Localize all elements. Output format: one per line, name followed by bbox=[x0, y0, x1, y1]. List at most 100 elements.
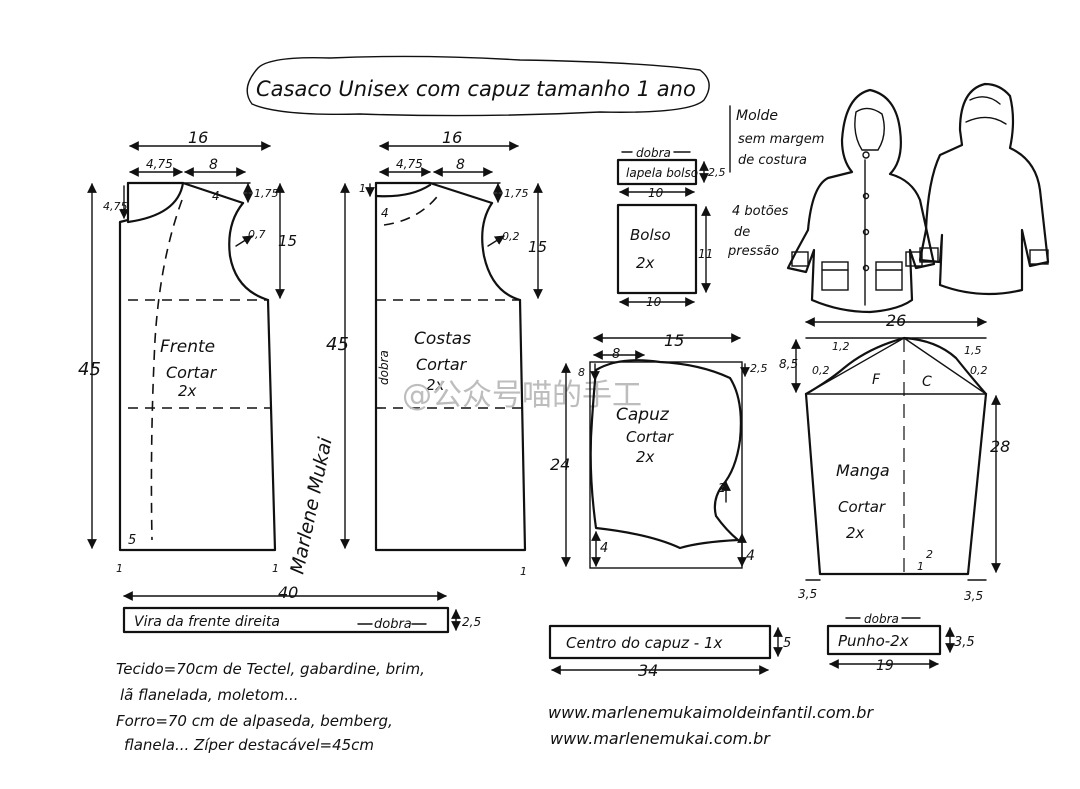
front-width-label: 16 bbox=[188, 128, 208, 147]
materials-notes: Tecido=70cm de Tectel, gabardine, brim, … bbox=[116, 660, 425, 754]
cuff-height-label: 3,5 bbox=[954, 635, 975, 650]
pocket-flap-label: lapela bolso bbox=[626, 166, 698, 180]
front-shoulder-width-label: 8 bbox=[209, 157, 218, 173]
pocket-flap-height-label: 2,5 bbox=[708, 166, 726, 179]
front-shoulder-drop-label: 1,75 bbox=[254, 187, 279, 200]
hood-mid-right-label: 2 bbox=[718, 481, 726, 495]
buttons-note-line2: de bbox=[734, 225, 750, 240]
sleeve-length-label: 28 bbox=[990, 437, 1010, 456]
buttons-note-line3: pressão bbox=[727, 244, 779, 259]
front-label-line1: Frente bbox=[160, 337, 215, 357]
sleeve-right-a-label: 1,5 bbox=[964, 344, 982, 357]
hood-center-width-label: 34 bbox=[638, 661, 658, 680]
pocket-width-label: 10 bbox=[646, 295, 662, 309]
watermark: @公众号喵的手工 bbox=[402, 378, 642, 413]
mold-note-line1: Molde bbox=[736, 108, 778, 124]
pocket-piece: Bolso 2x 11 10 bbox=[616, 203, 713, 309]
sleeve-width-label: 26 bbox=[886, 311, 906, 330]
coat-sketch-back bbox=[918, 82, 1050, 296]
mold-note-line3: de costura bbox=[738, 153, 807, 168]
back-neck-width-label: 4,75 bbox=[396, 157, 423, 171]
hood-center-strip: Centro do capuz - 1x 5 34 bbox=[548, 624, 791, 680]
website-url-2: www.marlenemukai.com.br bbox=[550, 729, 771, 748]
back-width-label: 16 bbox=[442, 128, 462, 147]
hood-label-line2: Cortar bbox=[626, 428, 674, 446]
front-neck-width-label: 4,75 bbox=[146, 157, 173, 171]
hood-top-width-label: 8 bbox=[612, 347, 620, 362]
pocket-label-line2: 2x bbox=[636, 254, 655, 272]
website-url-1: www.marlenemukaimoldeinfantil.com.br bbox=[548, 703, 874, 722]
back-armhole-height-label: 15 bbox=[528, 238, 547, 256]
sleeve-label-line3: 2x bbox=[846, 524, 865, 542]
facing-label: Vira da frente direita bbox=[134, 614, 280, 630]
sleeve-hem-mid-label: 1 bbox=[917, 560, 924, 573]
facing-fold-label: dobra bbox=[374, 617, 412, 632]
sleeve-cap-height-label: 8,5 bbox=[779, 357, 798, 371]
sleeve-left-b-label: 0,2 bbox=[812, 364, 830, 377]
front-armhole-curve-label: 0,7 bbox=[248, 228, 266, 241]
sleeve-front-mark: F bbox=[872, 372, 881, 388]
sleeve-hem-mid2-label: 2 bbox=[926, 548, 933, 561]
hood-top-right-label: 2,5 bbox=[750, 362, 768, 375]
materials-line3: Forro=70 cm de alpaseda, bemberg, bbox=[116, 712, 393, 730]
front-armhole-height-label: 15 bbox=[278, 232, 297, 250]
mold-note: Molde sem margem de costura 4 botões de … bbox=[727, 105, 824, 259]
front-left-drop-label: 4,75 bbox=[103, 200, 128, 213]
facing-strip: 40 Vira da frente direita dobra 2,5 bbox=[122, 583, 481, 634]
mold-note-line2: sem margem bbox=[738, 132, 824, 147]
back-armhole-curve-label: 0,2 bbox=[502, 230, 520, 243]
sleeve-left-a-label: 1,2 bbox=[832, 340, 850, 353]
cuff-fold-label: dobra bbox=[864, 612, 899, 626]
pocket-flap-piece: dobra lapela bolso 2,5 10 bbox=[616, 146, 726, 200]
front-label-line2: Cortar bbox=[166, 363, 218, 382]
back-label-line1: Costas bbox=[414, 329, 471, 349]
sleeve-right-b-label: 0,2 bbox=[970, 364, 988, 377]
front-piece: 16 4,75 8 1,75 15 4 0,7 4,75 45 Frente C… bbox=[78, 128, 297, 575]
hood-center-height-label: 5 bbox=[783, 636, 791, 651]
sleeve-hem-left-label: 3,5 bbox=[798, 587, 817, 601]
hood-top-left-label: 8 bbox=[578, 366, 585, 379]
back-corner-right-label: 1 bbox=[520, 565, 527, 578]
hood-piece: 15 8 8 2,5 24 2 4 4 Capuz Cortar 2x bbox=[550, 331, 768, 569]
front-corner-left-label: 1 bbox=[116, 562, 123, 575]
back-shoulder-width-label: 8 bbox=[456, 157, 465, 173]
sleeve-hem-right-label: 3,5 bbox=[964, 589, 983, 603]
sleeve-piece: 26 8,5 1,2 0,2 1,5 0,2 F C 28 Manga Cort… bbox=[779, 311, 1010, 603]
hood-bottom-right-label: 4 bbox=[746, 548, 755, 564]
facing-height-label: 2,5 bbox=[462, 615, 481, 629]
hood-width-label: 15 bbox=[664, 331, 684, 350]
back-neck-depth-label: 4 bbox=[381, 206, 389, 220]
materials-line2: lã flanelada, moletom... bbox=[120, 686, 299, 704]
back-label-line2: Cortar bbox=[416, 355, 468, 374]
front-corner-right-label: 1 bbox=[272, 562, 279, 575]
back-length-label: 45 bbox=[326, 334, 349, 355]
sleeve-back-mark: C bbox=[922, 374, 932, 390]
sleeve-label-line1: Manga bbox=[836, 461, 890, 480]
buttons-note-line1: 4 botões bbox=[732, 204, 789, 219]
page-title: Casaco Unisex com capuz tamanho 1 ano bbox=[256, 77, 696, 101]
back-left-drop-label: 1 bbox=[359, 182, 366, 195]
cuff-label: Punho-2x bbox=[838, 632, 909, 650]
coat-sketch-front bbox=[786, 88, 936, 314]
front-neck-depth-label: 4 bbox=[212, 189, 220, 203]
cuff-piece: dobra Punho-2x 3,5 19 bbox=[826, 612, 975, 674]
facing-width-label: 40 bbox=[278, 583, 298, 602]
pocket-label-line1: Bolso bbox=[630, 226, 671, 244]
hood-bottom-left-label: 4 bbox=[600, 541, 608, 556]
hood-center-label: Centro do capuz - 1x bbox=[566, 634, 723, 652]
pocket-flap-fold-label: dobra bbox=[636, 146, 671, 160]
hood-label-line3: 2x bbox=[636, 448, 655, 466]
front-hem-left-label: 5 bbox=[128, 533, 136, 548]
signature: Marlene Mukai bbox=[286, 435, 337, 576]
cuff-width-label: 19 bbox=[876, 658, 894, 674]
hood-height-label: 24 bbox=[550, 455, 570, 474]
back-label-line3: 2x bbox=[426, 376, 445, 394]
back-shoulder-drop-label: 1,75 bbox=[504, 187, 529, 200]
hood-label-line1: Capuz bbox=[616, 405, 670, 425]
title-banner: Casaco Unisex com capuz tamanho 1 ano bbox=[246, 55, 710, 117]
front-label-line3: 2x bbox=[178, 382, 197, 400]
pocket-flap-width-label: 10 bbox=[648, 186, 664, 200]
sleeve-label-line2: Cortar bbox=[838, 498, 886, 516]
materials-line1: Tecido=70cm de Tectel, gabardine, brim, bbox=[116, 660, 425, 678]
